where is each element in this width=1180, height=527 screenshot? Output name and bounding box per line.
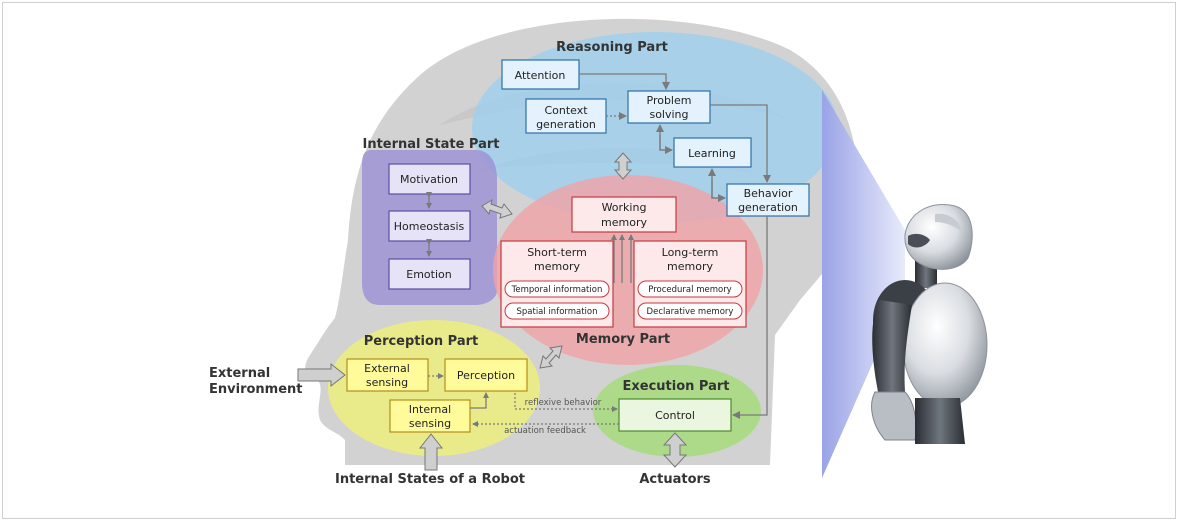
internal-sensing-label-2: sensing bbox=[409, 417, 451, 430]
attention-label: Attention bbox=[515, 69, 566, 82]
motivation-box: Motivation bbox=[388, 163, 471, 195]
perception-box: Perception bbox=[444, 358, 528, 392]
perception-label: Perception bbox=[457, 369, 515, 382]
external-environment-label-2: Environment bbox=[209, 382, 303, 397]
long-term-label-2: memory bbox=[667, 260, 713, 273]
context-label-1: Context bbox=[544, 104, 588, 117]
problem-label-2: solving bbox=[649, 108, 688, 121]
context-generation-box: Context generation bbox=[525, 98, 607, 134]
learning-label: Learning bbox=[688, 147, 736, 160]
behavior-generation-box: Behavior generation bbox=[726, 183, 810, 217]
internal-states-label: Internal States of a Robot bbox=[335, 472, 525, 487]
working-label-1: Working bbox=[602, 201, 647, 214]
temporal-information-label: Temporal information bbox=[511, 285, 603, 295]
behavior-label-2: generation bbox=[738, 201, 798, 214]
problem-solving-box: Problem solving bbox=[627, 90, 711, 124]
spatial-information-label: Spatial information bbox=[516, 307, 597, 317]
actuation-feedback-label: actuation feedback bbox=[504, 426, 586, 436]
short-term-memory-box: Short-term memory Temporal information S… bbox=[500, 240, 614, 328]
execution-part-title: Execution Part bbox=[622, 379, 729, 394]
behavior-label-1: Behavior bbox=[744, 187, 793, 200]
internal-state-part-title: Internal State Part bbox=[362, 137, 499, 152]
external-environment-label-1: External bbox=[209, 366, 270, 381]
internal-states-arrow bbox=[418, 433, 444, 471]
procedural-memory-label: Procedural memory bbox=[648, 285, 731, 295]
actuators-label: Actuators bbox=[639, 472, 711, 487]
declarative-memory-label: Declarative memory bbox=[647, 307, 734, 317]
internal-memory-arrow bbox=[481, 198, 513, 219]
reflexive-behavior-label: reflexive behavior bbox=[525, 398, 602, 408]
context-label-2: generation bbox=[536, 118, 596, 131]
reasoning-memory-arrow bbox=[613, 152, 633, 180]
long-term-label-1: Long-term bbox=[662, 246, 719, 259]
memory-perception-arrow bbox=[539, 345, 563, 369]
learning-box: Learning bbox=[673, 137, 752, 168]
perception-region bbox=[328, 320, 540, 456]
figure-frame bbox=[2, 2, 1176, 519]
perception-part-title: Perception Part bbox=[364, 334, 479, 349]
working-label-2: memory bbox=[601, 216, 647, 229]
external-input-arrow bbox=[297, 362, 346, 388]
emotion-label: Emotion bbox=[406, 268, 451, 281]
short-term-label-2: memory bbox=[534, 260, 580, 273]
attention-box: Attention bbox=[501, 59, 580, 90]
external-sensing-box: External sensing bbox=[346, 358, 429, 392]
problem-label-1: Problem bbox=[647, 94, 692, 107]
external-sensing-label-2: sensing bbox=[366, 376, 408, 389]
working-memory-box: Working memory bbox=[571, 196, 677, 233]
short-term-label-1: Short-term bbox=[527, 246, 587, 259]
internal-sensing-label-1: Internal bbox=[409, 403, 451, 416]
external-sensing-label-1: External bbox=[364, 362, 410, 375]
actuators-arrow bbox=[662, 432, 688, 468]
projection-cone bbox=[822, 90, 905, 478]
robot-illustration bbox=[871, 204, 988, 444]
internal-sensing-box: Internal sensing bbox=[389, 399, 471, 433]
long-term-memory-box: Long-term memory Procedural memory Decla… bbox=[633, 240, 747, 328]
motivation-label: Motivation bbox=[400, 173, 458, 186]
control-label: Control bbox=[655, 409, 695, 422]
memory-part-title: Memory Part bbox=[576, 332, 670, 347]
homeostasis-label: Homeostasis bbox=[394, 220, 465, 233]
control-box: Control bbox=[618, 398, 732, 432]
reasoning-part-title: Reasoning Part bbox=[556, 40, 668, 55]
emotion-box: Emotion bbox=[388, 258, 471, 290]
